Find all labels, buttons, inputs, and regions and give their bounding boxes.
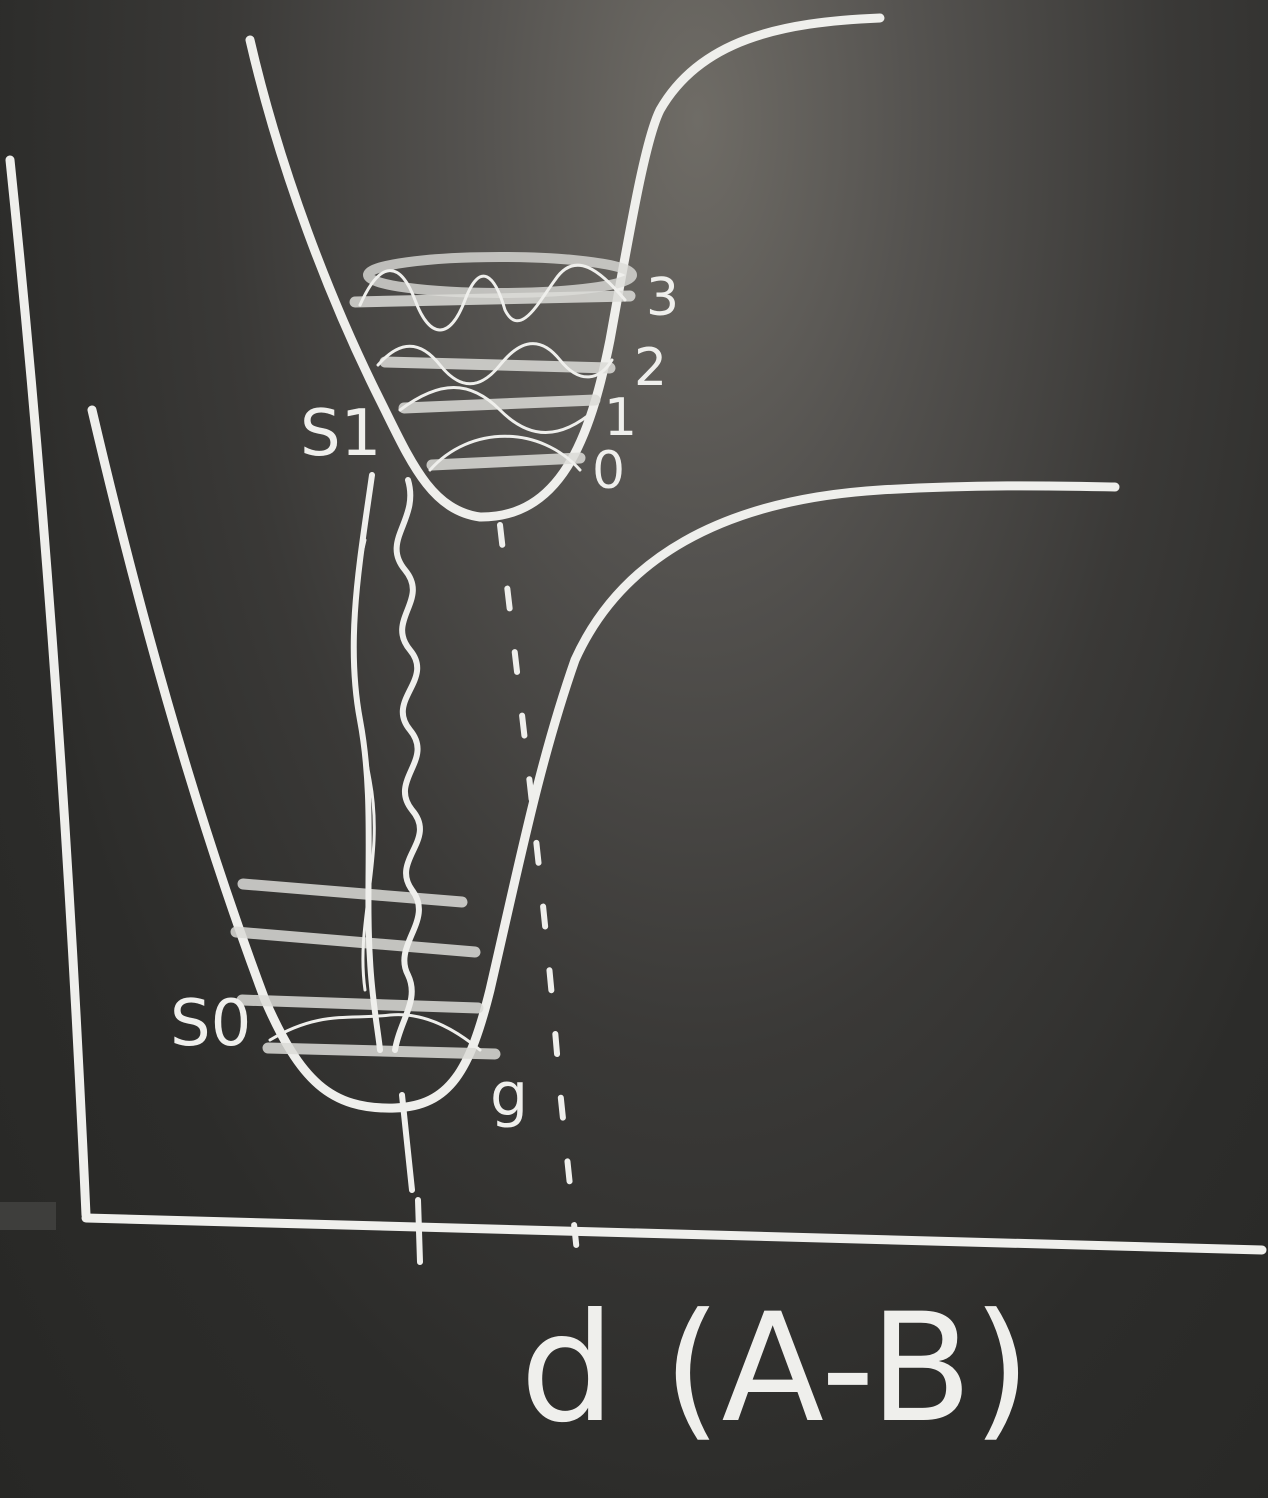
fluorescence-wavy-line bbox=[392, 477, 423, 1053]
excited-state-curve bbox=[245, 13, 885, 522]
excited-wavefunctions bbox=[358, 263, 627, 472]
excited-level-2 bbox=[379, 356, 616, 374]
excited-level-top bbox=[363, 252, 637, 298]
ground-level-mark: g bbox=[490, 1060, 528, 1130]
relaxation-wave bbox=[352, 538, 376, 992]
excited-level-1 bbox=[398, 394, 601, 414]
excited-level-3 bbox=[349, 290, 636, 308]
ground-level-2 bbox=[230, 926, 481, 958]
ground-level-3 bbox=[237, 878, 468, 908]
level-0-label: 0 bbox=[592, 441, 625, 501]
ground-state-curve bbox=[87, 405, 1120, 1113]
level-3-label: 3 bbox=[646, 268, 679, 328]
excited-equilibrium-dashes bbox=[497, 522, 581, 1265]
level-2-label: 2 bbox=[634, 338, 667, 398]
excited-level-0 bbox=[426, 452, 586, 471]
level-1-label: 1 bbox=[604, 388, 637, 448]
ground-equilibrium-tick bbox=[399, 1092, 423, 1265]
y-axis bbox=[5, 155, 91, 1220]
ground-state-label: S0 bbox=[170, 987, 251, 1061]
ground-wavefunction bbox=[268, 1013, 482, 1052]
board-edge-shadow bbox=[0, 1202, 56, 1230]
ground-level-1 bbox=[236, 994, 484, 1014]
x-axis-label: d (A-B) bbox=[520, 1282, 1031, 1456]
excited-state-label: S1 bbox=[300, 397, 381, 471]
x-axis bbox=[81, 1213, 1267, 1255]
